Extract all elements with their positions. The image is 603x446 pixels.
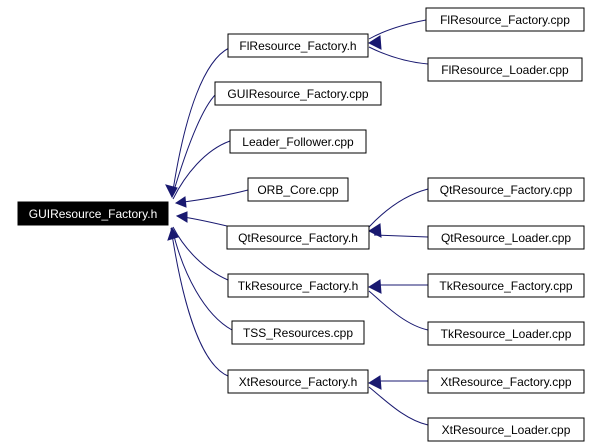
- edge-gui-cpp-to-root: [171, 93, 217, 198]
- arrowheads: [165, 35, 382, 390]
- node-qt-factory-cpp-label: QtResource_Factory.cpp: [440, 183, 573, 197]
- node-xt-h[interactable]: XtResource_Factory.h: [227, 369, 369, 394]
- node-fl-factory-cpp[interactable]: FlResource_Factory.cpp: [425, 7, 585, 32]
- arrowhead-qt-h: [367, 223, 382, 238]
- edges: [170, 19, 429, 426]
- node-gui-cpp[interactable]: GUIResource_Factory.cpp: [214, 81, 382, 106]
- edge-qt-factory-to-qt-h: [368, 188, 429, 228]
- arrowhead-xt-h: [367, 375, 382, 390]
- node-tk-loader-cpp-label: TkResource_Loader.cpp: [441, 327, 572, 341]
- node-xt-loader-cpp[interactable]: XtResource_Loader.cpp: [427, 417, 585, 442]
- edge-qt-loader-to-qt-h: [373, 234, 429, 238]
- node-orb-cpp-label: ORB_Core.cpp: [257, 183, 339, 197]
- edge-xt-loader-to-xt-h: [368, 386, 429, 426]
- node-tss-cpp-label: TSS_Resources.cpp: [243, 326, 353, 340]
- node-xt-h-label: XtResource_Factory.h: [239, 375, 358, 389]
- arrowhead-root-qt: [175, 211, 188, 223]
- node-fl-loader-cpp[interactable]: FlResource_Loader.cpp: [427, 57, 583, 82]
- arrowhead-tk-h: [367, 279, 382, 294]
- node-xt-factory-cpp-label: XtResource_Factory.cpp: [440, 375, 571, 389]
- edge-fl-factory-to-fl-h: [368, 19, 427, 40]
- node-leader-cpp-label: Leader_Follower.cpp: [242, 135, 354, 149]
- node-fl-h-label: FlResource_Factory.h: [239, 39, 356, 53]
- node-tk-factory-cpp-label: TkResource_Factory.cpp: [439, 279, 572, 293]
- edge-tk-h-to-root: [172, 226, 229, 281]
- node-tss-cpp[interactable]: TSS_Resources.cpp: [231, 320, 365, 345]
- node-root-label: GUIResource_Factory.h: [29, 207, 158, 221]
- arrowhead-root-top: [165, 184, 178, 199]
- nodes: GUIResource_Factory.h FlResource_Factory…: [17, 7, 585, 442]
- edge-tss-cpp-to-root: [171, 227, 233, 331]
- node-tk-h[interactable]: TkResource_Factory.h: [227, 273, 369, 298]
- node-qt-factory-cpp[interactable]: QtResource_Factory.cpp: [427, 177, 585, 202]
- edge-orb-cpp-to-root: [175, 189, 249, 204]
- node-tk-loader-cpp[interactable]: TkResource_Loader.cpp: [427, 321, 585, 346]
- node-tk-factory-cpp[interactable]: TkResource_Factory.cpp: [427, 273, 585, 298]
- node-xt-factory-cpp[interactable]: XtResource_Factory.cpp: [427, 369, 585, 394]
- node-fl-loader-cpp-label: FlResource_Loader.cpp: [441, 63, 569, 77]
- node-gui-cpp-label: GUIResource_Factory.cpp: [227, 87, 368, 101]
- arrowhead-fl-h: [367, 35, 382, 50]
- node-fl-factory-cpp-label: FlResource_Factory.cpp: [440, 13, 570, 27]
- node-fl-h[interactable]: FlResource_Factory.h: [227, 33, 369, 58]
- edge-tk-loader-to-tk-h: [368, 290, 429, 331]
- arrowhead-root-bottom: [167, 226, 179, 241]
- node-qt-h[interactable]: QtResource_Factory.h: [226, 225, 370, 250]
- node-qt-h-label: QtResource_Factory.h: [238, 231, 358, 245]
- node-leader-cpp[interactable]: Leader_Follower.cpp: [229, 129, 367, 154]
- node-qt-loader-cpp[interactable]: QtResource_Loader.cpp: [427, 225, 585, 250]
- node-xt-loader-cpp-label: XtResource_Loader.cpp: [442, 423, 571, 437]
- node-qt-loader-cpp-label: QtResource_Loader.cpp: [441, 231, 571, 245]
- node-orb-cpp[interactable]: ORB_Core.cpp: [247, 177, 349, 202]
- edge-xt-h-to-root: [170, 227, 229, 377]
- arrowhead-root-orb: [174, 196, 187, 208]
- edge-fl-h-to-root: [171, 47, 230, 198]
- node-root[interactable]: GUIResource_Factory.h: [17, 201, 169, 226]
- edge-fl-loader-to-fl-h: [368, 46, 429, 65]
- node-tk-h-label: TkResource_Factory.h: [238, 279, 359, 293]
- edge-leader-cpp-to-root: [172, 140, 231, 200]
